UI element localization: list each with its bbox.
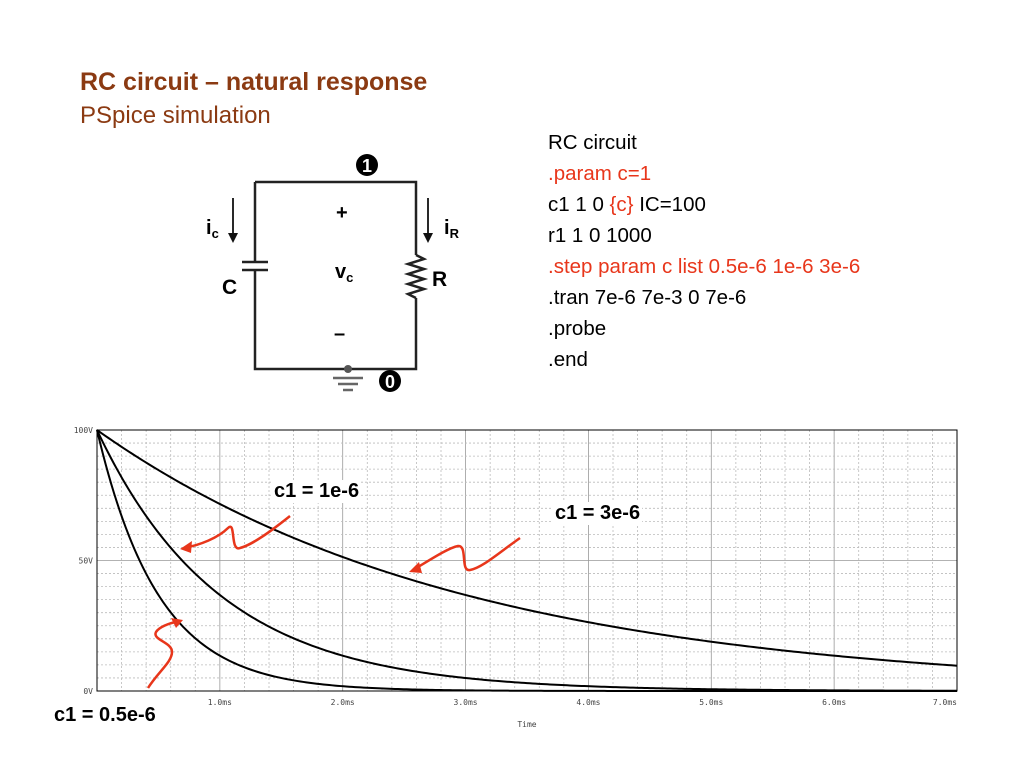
circuit-wire: [253, 180, 418, 371]
y-tick-label: 50V: [79, 557, 94, 566]
resistor-label: R: [432, 268, 447, 291]
ground-node-dot: [344, 365, 352, 373]
ir-label: iR: [444, 217, 460, 241]
x-axis-label: Time: [517, 720, 536, 729]
annotation-arrows: [146, 515, 521, 689]
node-1-label: 1: [362, 156, 372, 176]
y-tick-labels: 100V 50V 0V: [74, 426, 93, 696]
x-tick-label: 4.0ms: [576, 698, 600, 707]
arrow-3e-6: [412, 536, 521, 572]
slide-title: RC circuit – natural response: [80, 68, 428, 96]
vc-minus-sign: –: [334, 323, 345, 345]
spice-netlist: RC circuit .param c=1 c1 1 0 {c} IC=100 …: [548, 127, 860, 375]
node-0-label: 0: [385, 372, 395, 392]
label-c1-3e-6: c1 = 3e-6: [553, 502, 643, 525]
arrow-1e-6: [183, 515, 291, 550]
arrowhead-0.5e-6-icon: [171, 618, 183, 628]
x-tick-label: 2.0ms: [331, 698, 355, 707]
ir-arrow-icon: [423, 233, 433, 243]
netlist-cap-c: IC=100: [633, 193, 706, 216]
plot-grid: [97, 430, 957, 691]
x-tick-label: 5.0ms: [699, 698, 723, 707]
capacitor-label: C: [222, 276, 237, 299]
y-tick-label: 100V: [74, 426, 93, 435]
resistor-symbol: [403, 253, 429, 300]
netlist-line-title: RC circuit: [548, 131, 637, 154]
netlist-cap-a: c1 1 0: [548, 193, 610, 216]
arrowhead-3e-6-icon: [409, 562, 422, 573]
y-tick-label: 0V: [83, 687, 93, 696]
node-0-badge: [379, 370, 401, 392]
ic-arrow-icon: [228, 233, 238, 243]
slide-subtitle: PSpice simulation: [80, 102, 271, 129]
netlist-line-res: r1 1 0 1000: [548, 224, 652, 247]
x-tick-label: 7.0ms: [933, 698, 957, 707]
netlist-line-param: .param c=1: [548, 162, 652, 185]
node-1-badge: [356, 154, 378, 176]
x-tick-label: 3.0ms: [454, 698, 478, 707]
arrowhead-1e-6-icon: [180, 541, 192, 553]
netlist-line-end: .end: [548, 348, 588, 371]
series-line-1: [96, 429, 957, 692]
ic-label: ic: [206, 217, 219, 241]
rc-circuit-diagram: 1 0 + – vc ic iR C R: [206, 154, 460, 392]
x-tick-labels: 1.0ms 2.0ms 3.0ms 4.0ms 5.0ms 6.0ms 7.0ms: [208, 698, 957, 707]
series-line-2: [96, 429, 958, 667]
plot-curves: [96, 429, 958, 692]
arrow-0.5e-6: [146, 619, 181, 689]
netlist-line-cap: c1 1 0 {c} IC=100: [548, 189, 860, 220]
netlist-line-step: .step param c list 0.5e-6 1e-6 3e-6: [548, 255, 861, 278]
netlist-cap-param: {c}: [609, 193, 634, 216]
label-c1-1e-6: c1 = 1e-6: [272, 480, 362, 503]
vc-plus-sign: +: [336, 202, 348, 224]
annotation-arrowheads: [171, 541, 422, 628]
vc-label: vc: [335, 261, 353, 285]
x-tick-label: 1.0ms: [208, 698, 232, 707]
netlist-line-tran: .tran 7e-6 7e-3 0 7e-6: [548, 286, 747, 309]
netlist-line-probe: .probe: [548, 317, 607, 340]
x-tick-label: 6.0ms: [822, 698, 846, 707]
label-c1-0.5e-6: c1 = 0.5e-6: [52, 704, 158, 727]
